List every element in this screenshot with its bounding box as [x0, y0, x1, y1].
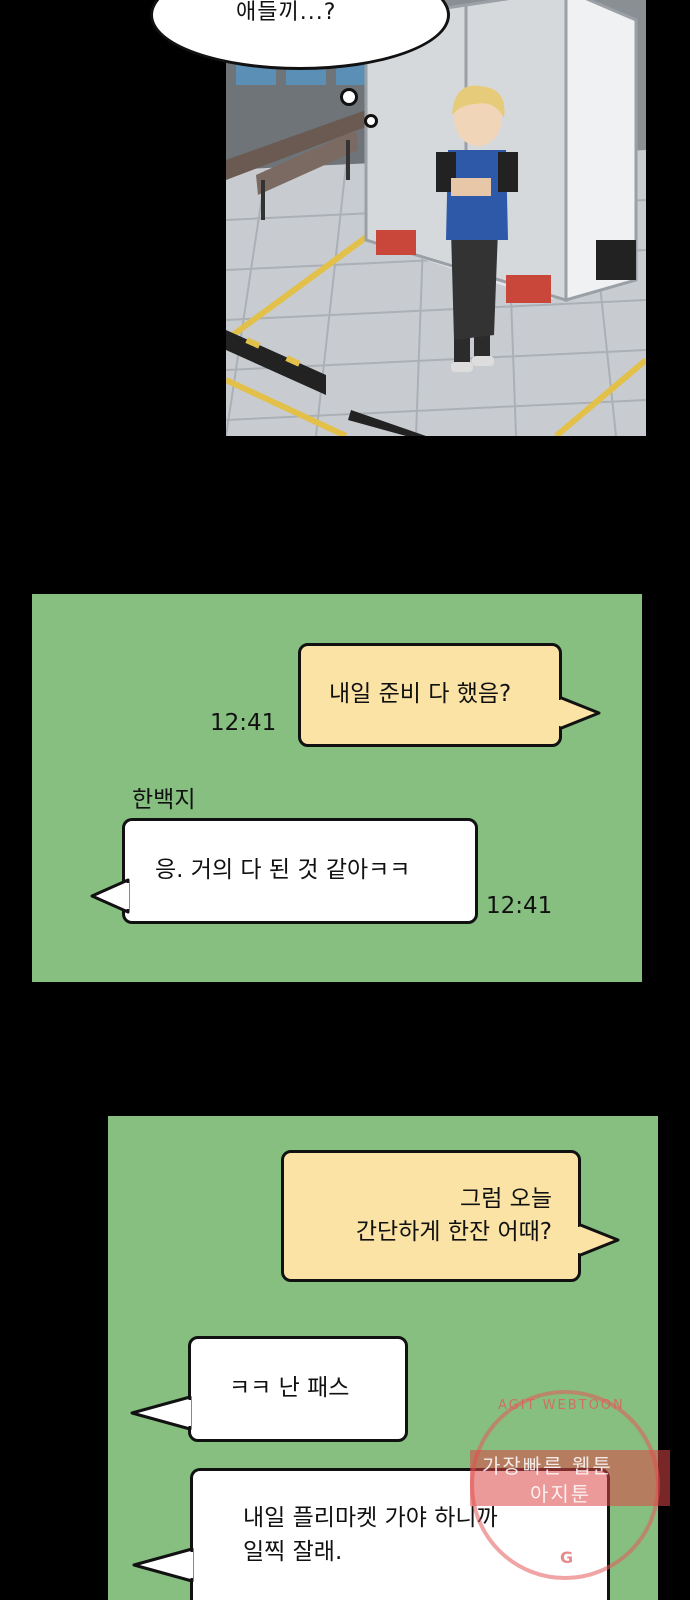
message-line: 일찍 잘래. — [243, 1538, 343, 1565]
watermark-banner — [470, 1450, 670, 1506]
received-message-bubble: ㅋㅋ 난 패스 — [188, 1336, 408, 1442]
bubble-tail-right — [578, 1222, 620, 1258]
sent-message-bubble: 내일 준비 다 했음? — [298, 643, 562, 747]
message-line: 내일 플리마켓 가야 하니까 — [243, 1505, 498, 1532]
comic-illustration-panel — [226, 0, 646, 436]
bubble-tail-left — [132, 1547, 194, 1583]
message-line: 그럼 오늘 — [460, 1185, 552, 1212]
watermark-ring-text: AGIT WEBTOON — [498, 1398, 625, 1413]
watermark-line-2: 아지툰 — [530, 1482, 592, 1506]
google-logo-icon: G — [560, 1548, 574, 1567]
message-timestamp: 12:41 — [486, 893, 553, 919]
message-text: 응. 거의 다 된 것 같아ㅋㅋ — [155, 857, 411, 884]
bubble-tail-left — [90, 878, 130, 914]
watermark-line-1: 가장빠른 웹툰 — [482, 1454, 613, 1478]
sender-name: 한백지 — [132, 787, 196, 813]
bubble-tail-right — [559, 695, 601, 731]
message-line: 간단하게 한잔 어때? — [355, 1219, 552, 1245]
received-message-bubble: 응. 거의 다 된 것 같아ㅋㅋ — [122, 818, 478, 924]
message-timestamp: 12:41 — [210, 710, 277, 736]
bubble-tail-left — [130, 1395, 192, 1431]
thought-dot-large — [340, 88, 358, 106]
message-text: ㅋㅋ 난 패스 — [229, 1375, 350, 1402]
sent-message-bubble: 그럼 오늘 간단하게 한잔 어때? — [281, 1150, 581, 1282]
message-text: 내일 준비 다 했음? — [329, 681, 512, 708]
comic-illustration — [226, 0, 646, 436]
thought-dot-small — [364, 114, 378, 128]
thought-bubble-text: 애들끼...? — [236, 0, 337, 25]
